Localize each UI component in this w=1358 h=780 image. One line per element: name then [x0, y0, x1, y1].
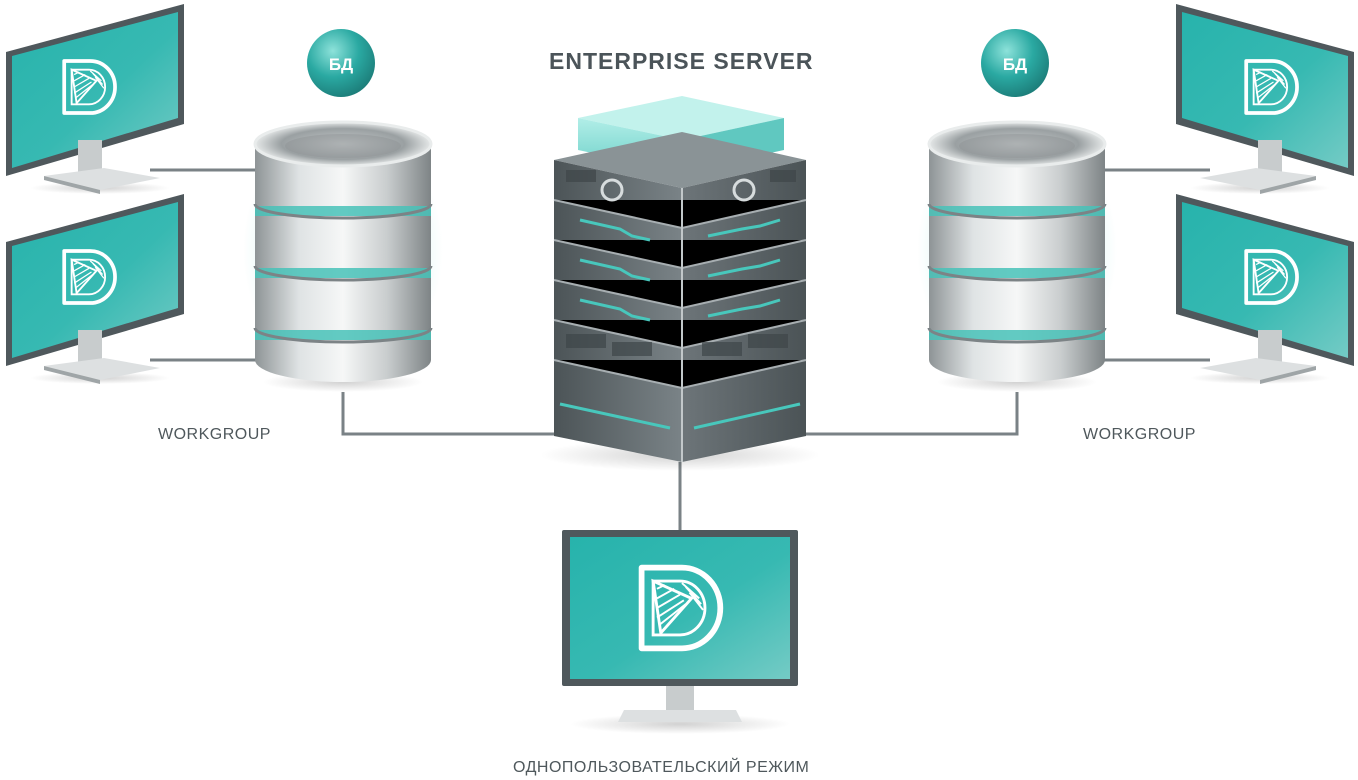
connection-lines: [150, 168, 1210, 530]
database-left: [243, 118, 443, 394]
single-user-monitor: [562, 530, 798, 734]
workstation-monitor-left-bottom: [6, 194, 184, 384]
workgroup-left-label: WORKGROUP: [158, 426, 271, 443]
workstation-monitor-right-top: [1176, 4, 1354, 194]
enterprise-server-title: ENTERPRISE SERVER: [549, 48, 814, 74]
single-user-mode-label: ОДНОПОЛЬЗОВАТЕЛЬСКИЙ РЕЖИМ: [513, 759, 810, 776]
db-badge-right-text: БД: [1003, 55, 1027, 74]
workstation-monitor-right-bottom: [1176, 194, 1354, 384]
database-right: [917, 118, 1117, 394]
db-badge-left: БД: [307, 29, 375, 97]
enterprise-server: [540, 96, 820, 471]
workgroup-right-label: WORKGROUP: [1083, 426, 1196, 443]
workstation-monitor-left-top: [6, 4, 184, 194]
db-badge-left-text: БД: [329, 55, 353, 74]
db-badge-right: БД: [981, 29, 1049, 97]
